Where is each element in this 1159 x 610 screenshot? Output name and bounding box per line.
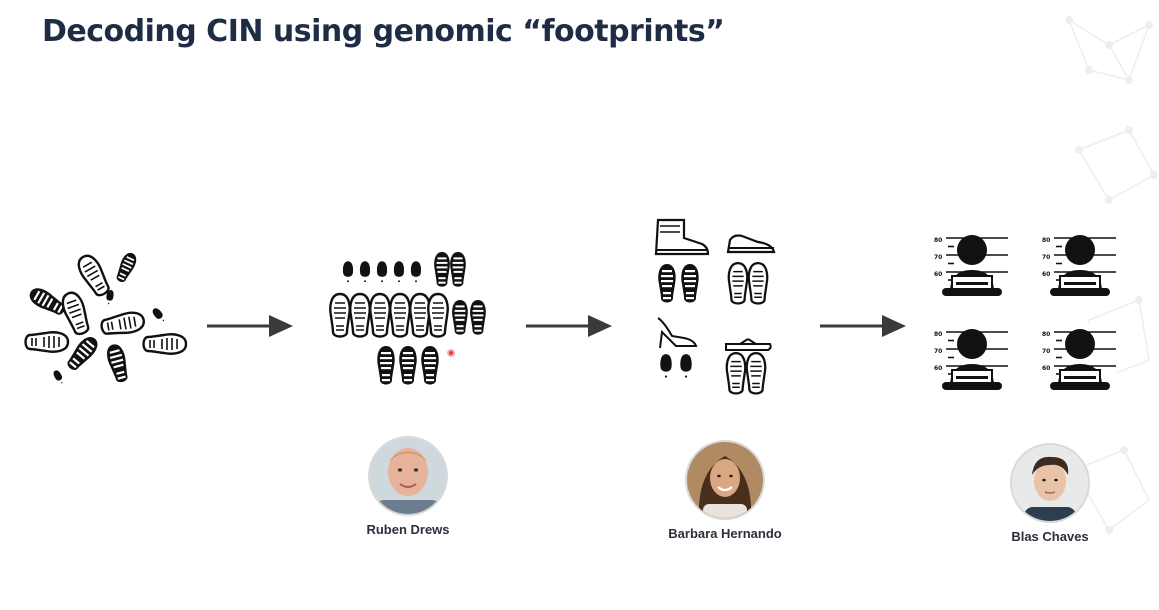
lineup-tick-70: 70 bbox=[1042, 254, 1051, 261]
avatar bbox=[685, 440, 765, 520]
lineup-tick-60: 60 bbox=[934, 271, 943, 278]
avatar bbox=[1010, 443, 1090, 523]
person-ruben-drews: Ruben Drews bbox=[338, 436, 478, 537]
scattered-footprints-icon bbox=[24, 250, 188, 385]
lineup-tick-60: 60 bbox=[1042, 271, 1051, 278]
person-name: Barbara Hernando bbox=[668, 526, 782, 541]
suspect-lineup-icon: 80 70 60 80 70 60 80 70 60 80 70 60 bbox=[932, 230, 1122, 406]
ruben-drews-photo bbox=[370, 438, 446, 514]
laser-pointer-dot bbox=[447, 349, 455, 357]
lineup-tick-80: 80 bbox=[934, 331, 943, 338]
high-heel-icon bbox=[657, 317, 698, 349]
blas-chaves-photo bbox=[1012, 445, 1088, 521]
shoe-types-icon bbox=[654, 218, 776, 395]
lineup-tick-80: 80 bbox=[1042, 331, 1051, 338]
lineup-tick-70: 70 bbox=[1042, 348, 1051, 355]
barbara-hernando-photo bbox=[687, 442, 763, 518]
boot-icon bbox=[654, 218, 710, 256]
lineup-tick-70: 70 bbox=[934, 348, 943, 355]
sorted-footprints-icon bbox=[329, 252, 486, 385]
lineup-tick-60: 60 bbox=[934, 365, 943, 372]
person-name: Ruben Drews bbox=[366, 522, 450, 537]
arrow-right-icon-2 bbox=[526, 315, 612, 337]
lineup-tick-80: 80 bbox=[934, 237, 943, 244]
flip-flop-icon bbox=[725, 343, 772, 351]
avatar bbox=[368, 436, 448, 516]
lineup-tick-80: 80 bbox=[1042, 237, 1051, 244]
lineup-tick-70: 70 bbox=[934, 254, 943, 261]
person-blas-chaves: Blas Chaves bbox=[980, 443, 1120, 544]
person-name: Blas Chaves bbox=[1011, 529, 1089, 544]
sneaker-icon bbox=[726, 234, 776, 254]
arrow-right-icon-3 bbox=[820, 315, 906, 337]
arrow-right-icon-1 bbox=[207, 315, 293, 337]
lineup-tick-60: 60 bbox=[1042, 365, 1051, 372]
person-barbara-hernando: Barbara Hernando bbox=[655, 440, 795, 541]
slide-title: Decoding CIN using genomic “footprints” bbox=[42, 14, 725, 49]
